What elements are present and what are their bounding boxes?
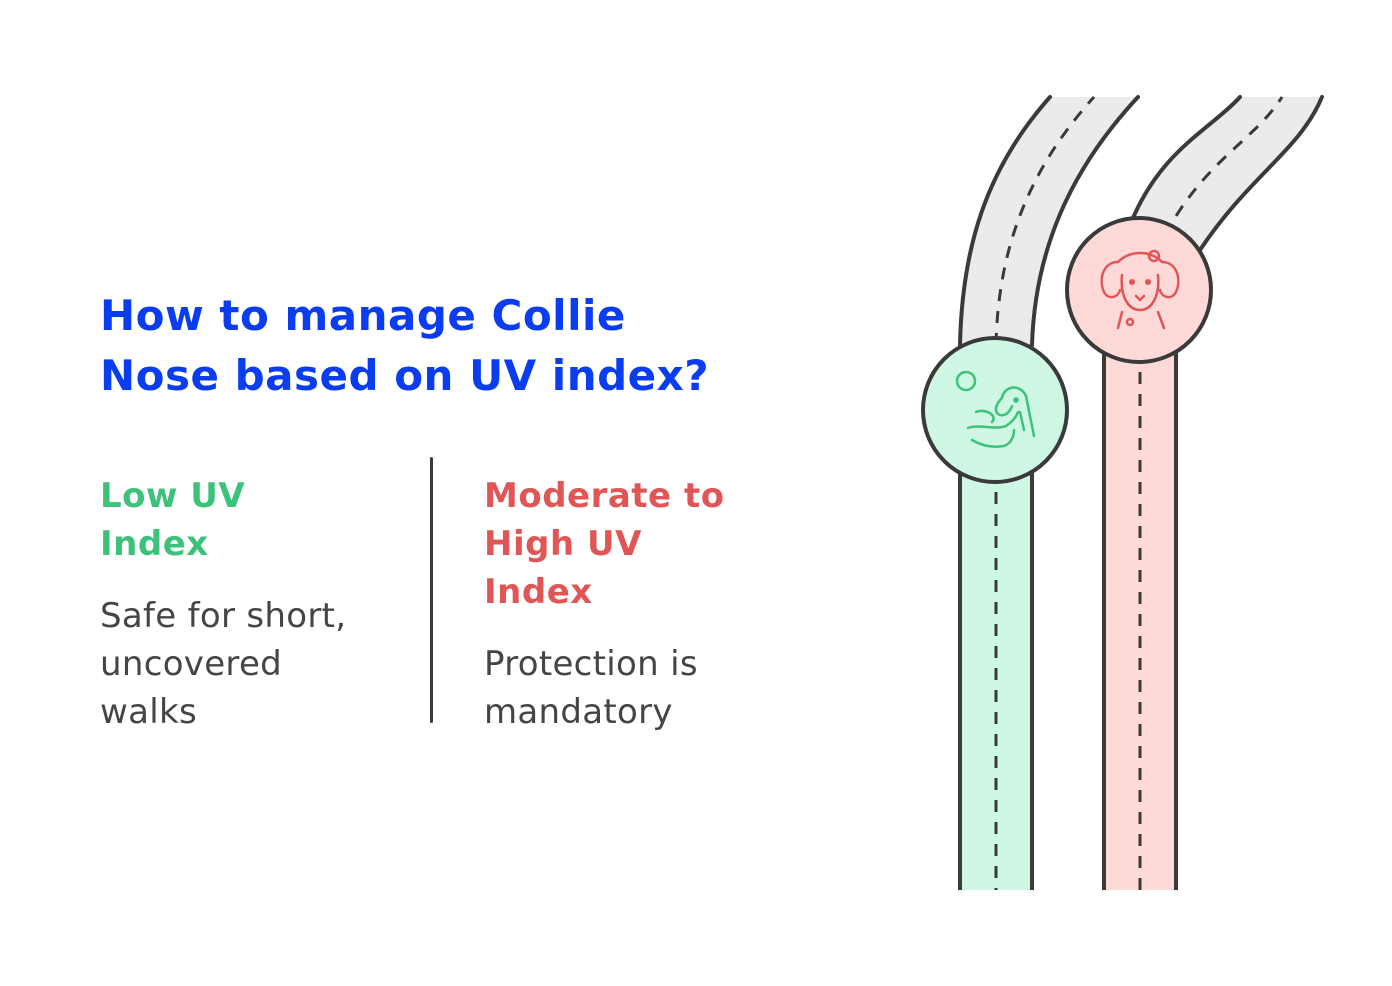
low-uv-road-upper [960,97,1138,345]
title-line-2: Nose based on UV index? [100,351,710,400]
high-uv-heading-line: Index [484,572,593,612]
low-uv-heading-line: Low UV [100,476,246,516]
dog-face-icon [1100,249,1180,330]
title-line-1: How to manage Collie [100,291,626,340]
high-uv-heading-line: Moderate to [484,476,725,516]
high-uv-node [1065,216,1213,364]
high-uv-heading-line: High UV [484,524,642,564]
low-uv-road-edge [1030,95,1140,347]
high-uv-description-line: mandatory [484,692,673,732]
page-title: How to manage Collie Nose based on UV in… [100,286,800,406]
high-uv-description: Protection is mandatory [484,640,698,736]
low-uv-description: Safe for short, uncovered walks [100,592,346,736]
low-uv-description-line: Safe for short, [100,596,347,636]
high-uv-road-edge [1128,95,1242,227]
dog-walk-icon [955,370,1036,448]
high-uv-road-edge [1198,95,1324,252]
low-uv-description-line: uncovered [100,644,283,684]
high-uv-road [1102,95,1324,890]
low-uv-road-centerline [994,95,1096,346]
high-uv-heading: Moderate to High UV Index [484,472,725,616]
column-divider [430,457,433,723]
low-uv-road [958,95,1140,890]
low-uv-node [921,336,1069,484]
low-uv-road-edge [958,95,1052,347]
low-uv-heading: Low UV Index [100,472,245,568]
low-uv-description-line: walks [100,692,197,732]
high-uv-node-circle [1065,216,1213,364]
high-uv-road-centerline [1163,96,1284,236]
low-uv-heading-line: Index [100,524,209,564]
high-uv-description-line: Protection is [484,644,698,684]
